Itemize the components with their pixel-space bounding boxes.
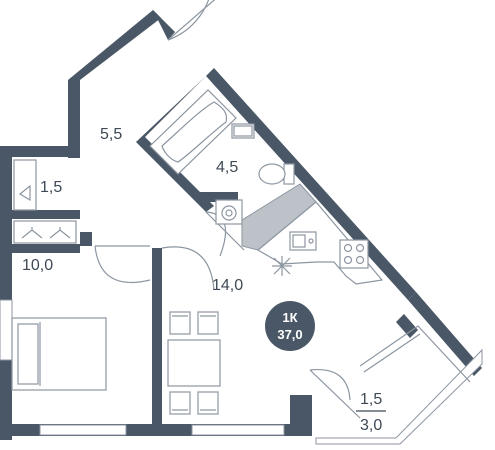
room-area-balcony-total: 3,0 [360, 417, 382, 434]
toilet-icon [258, 163, 295, 185]
sink-icon [289, 231, 317, 251]
bathroom-fixtures [149, 89, 295, 225]
room-area-bathroom: 4,5 [216, 159, 238, 176]
washing-machine-icon [215, 199, 243, 225]
room-area-bedroom: 10,0 [22, 257, 53, 274]
dining-table-icon [167, 311, 221, 415]
room-area-balcony: 1,5 [360, 391, 382, 408]
apartment-type: 1К [282, 310, 297, 325]
balcony-railing [359, 325, 471, 383]
kitchen-counter [241, 183, 384, 285]
windows [0, 299, 483, 445]
room-area-kitchen-living: 14,0 [212, 277, 243, 294]
wardrobe-hanger-icon [18, 184, 31, 202]
room-area-hall: 5,5 [100, 126, 122, 143]
apartment-badge: 1К 37,0 [265, 301, 315, 351]
apartment-total-area: 37,0 [277, 327, 302, 342]
ventilation-icon [272, 256, 292, 276]
bed-icon [11, 317, 107, 391]
bathtub-icon [149, 89, 237, 175]
closet-fixtures [13, 159, 77, 244]
room-area-closet: 1,5 [40, 179, 62, 196]
stove-icon [339, 239, 369, 269]
